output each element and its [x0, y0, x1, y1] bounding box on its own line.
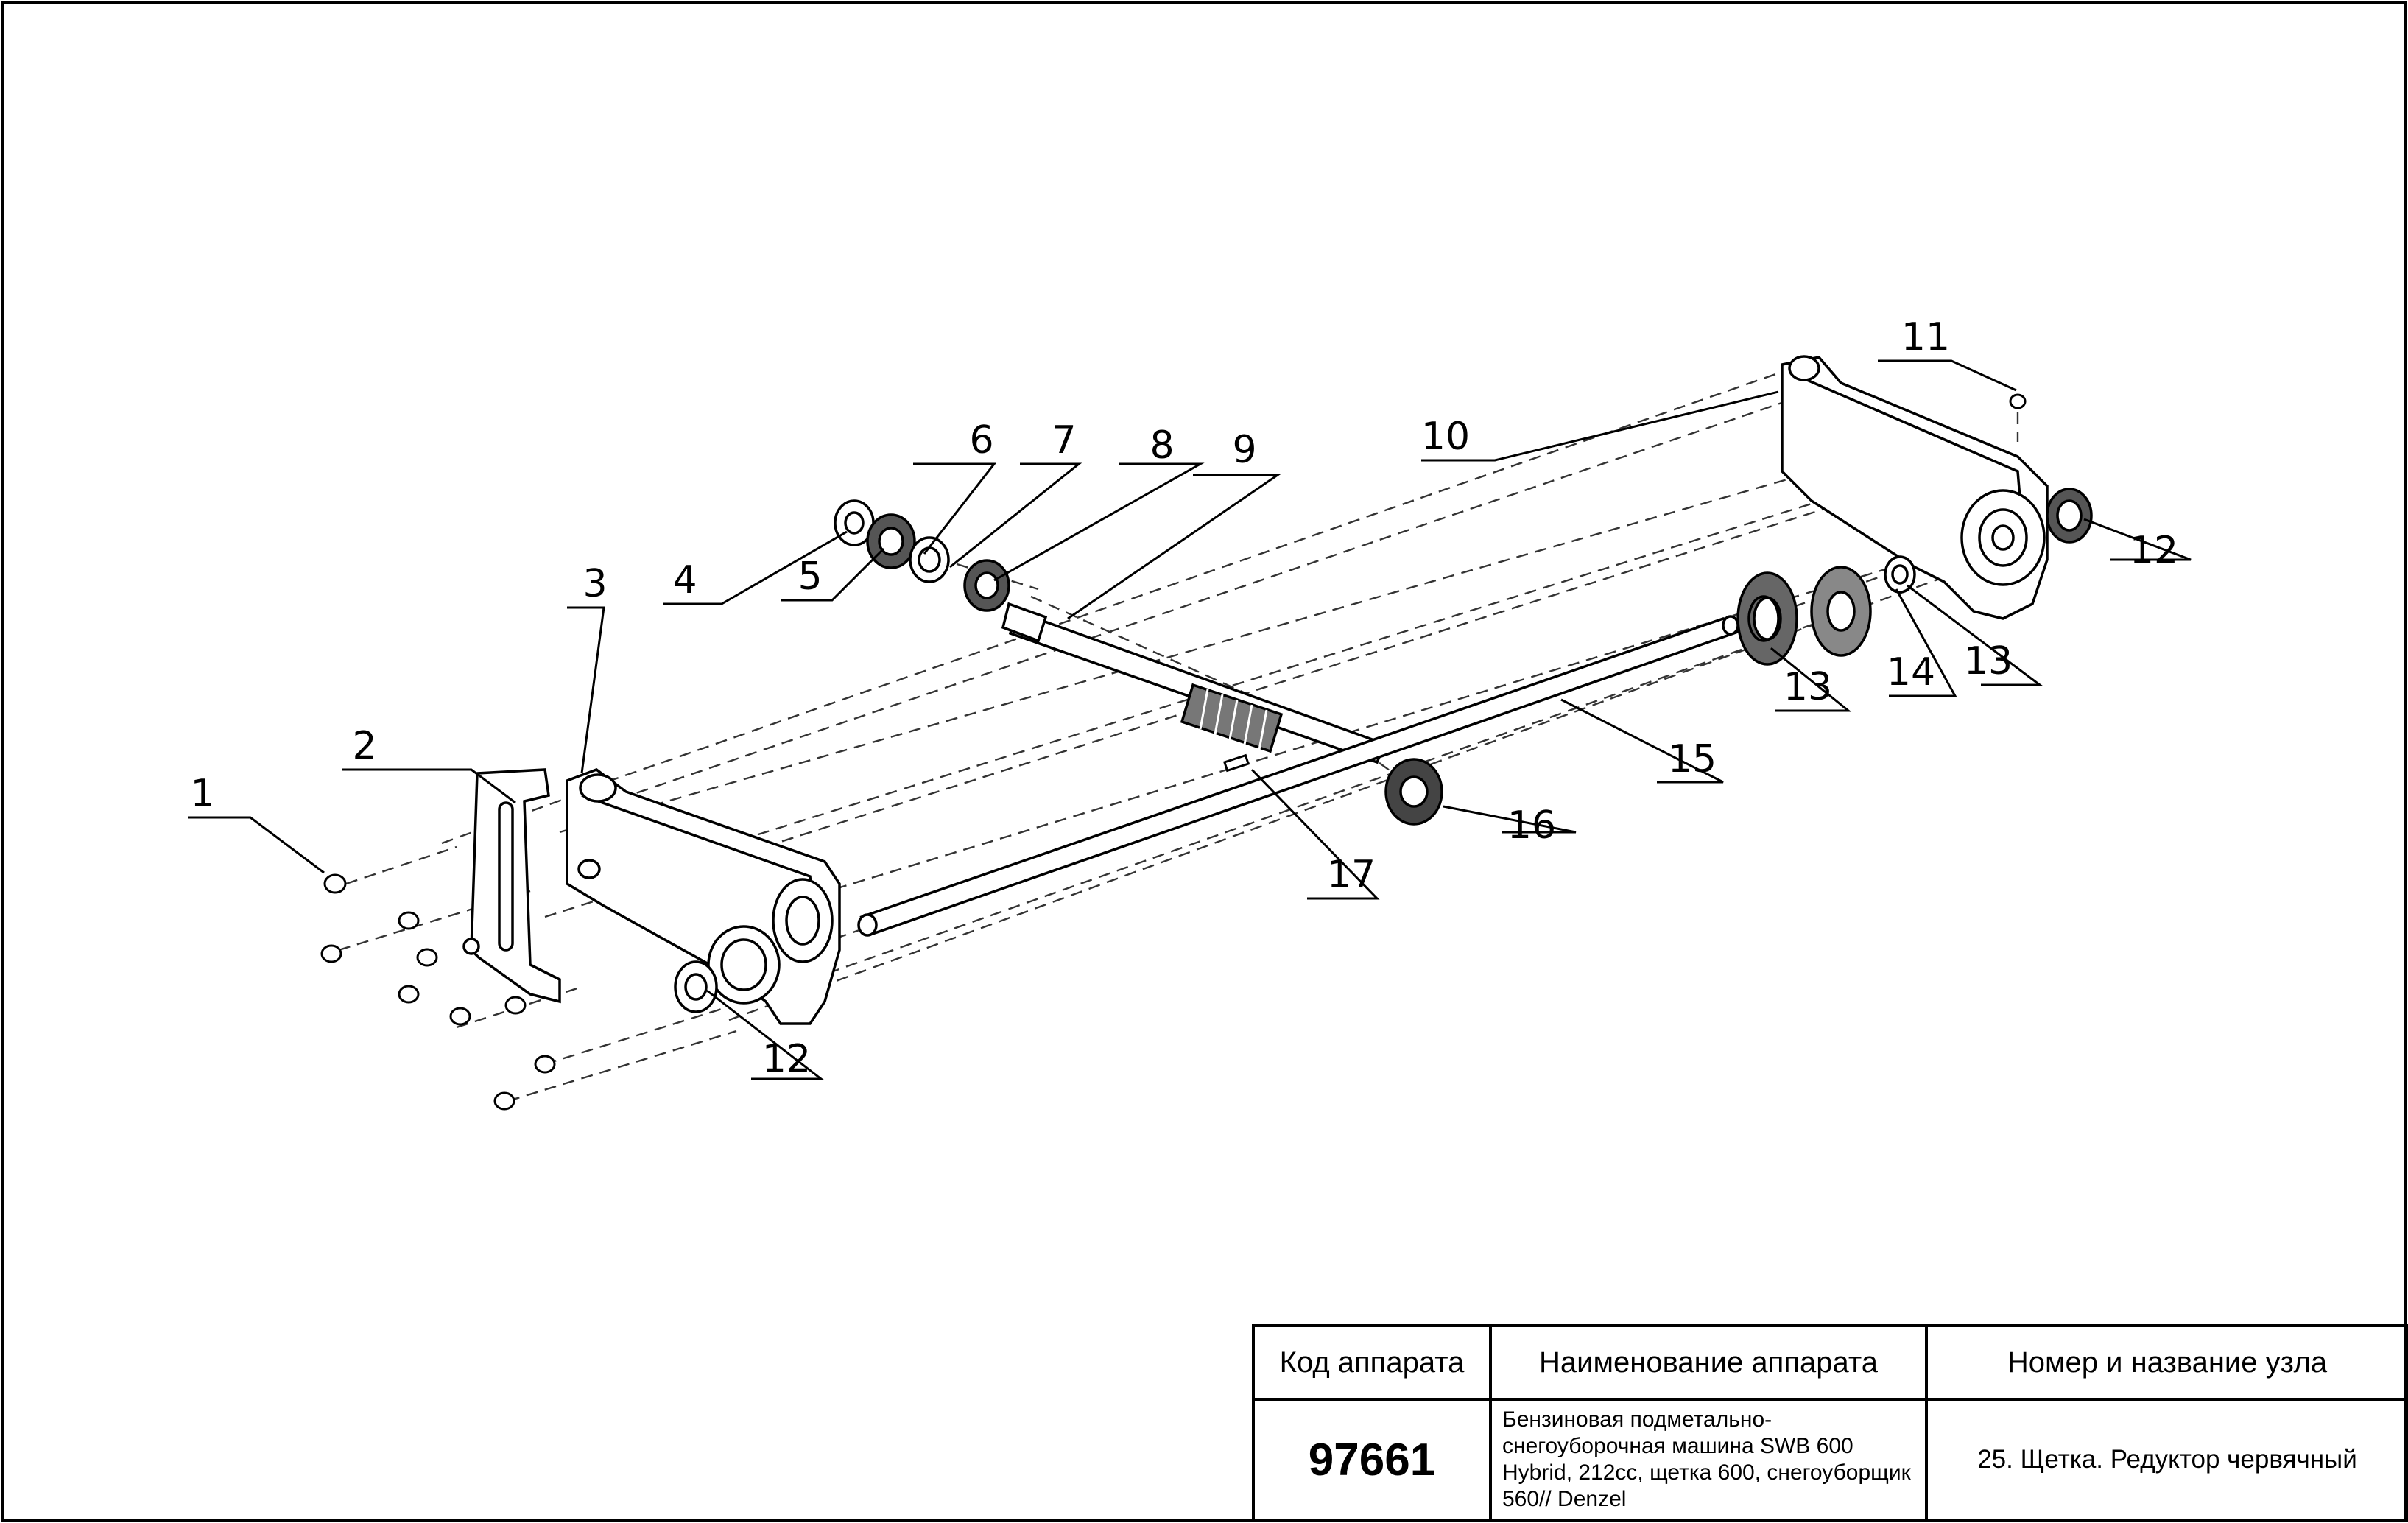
- callout-label-c1: 1: [190, 772, 214, 816]
- callout-label-c17: 17: [1327, 853, 1376, 897]
- callout-label-c10: 10: [1421, 415, 1470, 459]
- assembly-node-header: Номер и название узла: [1925, 1324, 2408, 1401]
- callout-label-c11: 11: [1901, 315, 1950, 359]
- device-name-header: Наименование аппарата: [1489, 1324, 1928, 1401]
- callout-label-c14: 14: [1887, 650, 1935, 694]
- bolts: [320, 393, 2027, 1111]
- title-block: Код аппарата Наименование аппарата Номер…: [1252, 1324, 2408, 1522]
- callout-label-c12b: 12: [762, 1037, 811, 1081]
- callout-label-c12a: 12: [2130, 529, 2178, 573]
- callout-label-c13b: 13: [1964, 639, 2013, 683]
- callout-label-c3: 3: [582, 562, 607, 606]
- callout-label-c9: 9: [1232, 428, 1256, 472]
- bearings-and-washers: [674, 488, 2093, 1013]
- key-part: [1222, 753, 1250, 773]
- left-mounting-bracket: [462, 768, 561, 1004]
- callout-label-c8: 8: [1150, 423, 1174, 468]
- callout-leaders: [188, 359, 2192, 1080]
- callout-label-c7: 7: [1052, 418, 1076, 462]
- callout-label-c13a: 13: [1784, 665, 1832, 709]
- callout-label-c15: 15: [1668, 737, 1717, 781]
- worm-shaft: [1001, 602, 1387, 764]
- assembly-node-value: 25. Щетка. Редуктор червячный: [1925, 1398, 2408, 1522]
- title-block-header-row: Код аппарата Наименование аппарата Номер…: [1252, 1324, 2408, 1401]
- device-code-value: 97661: [1252, 1398, 1492, 1522]
- callout-label-c5: 5: [798, 555, 822, 599]
- callout-label-c16: 16: [1507, 803, 1556, 848]
- callout-label-c2: 2: [352, 724, 376, 768]
- callout-label-c6: 6: [969, 418, 993, 462]
- device-code-header: Код аппарата: [1252, 1324, 1492, 1401]
- brush-shaft: [857, 615, 1741, 937]
- device-name-value: Бензиновая подметально-снегоуборочная ма…: [1489, 1398, 1928, 1522]
- right-gearbox-housing: [1781, 355, 2049, 620]
- title-block-value-row: 97661 Бензиновая подметально-снегоубороч…: [1252, 1398, 2408, 1522]
- left-gearbox-housing: [566, 768, 841, 1025]
- callout-label-c4: 4: [672, 558, 697, 602]
